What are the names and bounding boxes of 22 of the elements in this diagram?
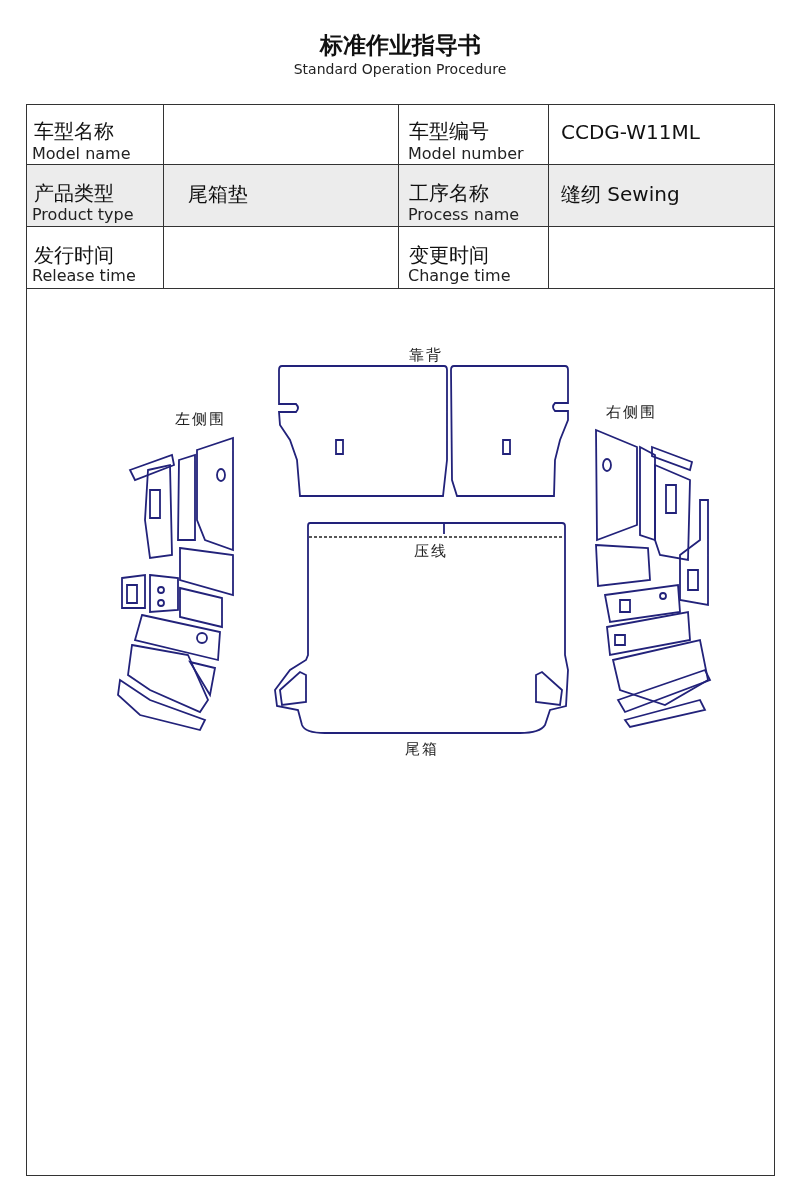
field-label: 变更时间: [409, 242, 489, 269]
field-label: Model number: [408, 144, 524, 163]
part-label: 左侧围: [175, 410, 226, 429]
field-value: CCDG-W11ML: [561, 120, 700, 144]
field-label: Product type: [32, 205, 134, 224]
part-label: 靠背: [409, 346, 443, 365]
field-label: Model name: [32, 144, 131, 163]
field-label: 工序名称: [409, 180, 489, 207]
field-label: 车型编号: [409, 118, 489, 145]
field-label: 发行时间: [34, 242, 114, 269]
field-label: Release time: [32, 266, 136, 285]
title: 标准作业指导书: [318, 31, 482, 60]
part-label: 右侧围: [606, 403, 657, 422]
part-label: 压线: [414, 542, 448, 561]
field-value: 缝纫 Sewing: [561, 181, 680, 208]
field-label: Process name: [408, 205, 520, 224]
subtitle: Standard Operation Procedure: [292, 61, 508, 77]
field-value: 尾箱垫: [188, 181, 248, 208]
field-label: Change time: [408, 266, 511, 285]
part-label: 尾箱: [405, 740, 439, 759]
field-label: 车型名称: [34, 118, 114, 145]
field-label: 产品类型: [34, 180, 114, 207]
